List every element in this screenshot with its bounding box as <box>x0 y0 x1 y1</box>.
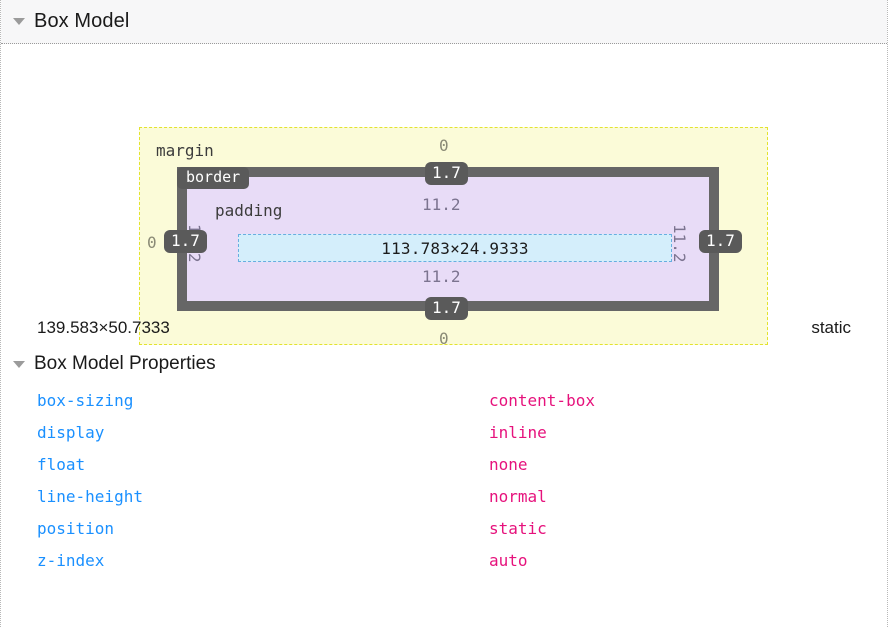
chevron-down-icon[interactable] <box>13 18 25 25</box>
content-dimensions-label: 113.783×24.9333 <box>381 238 529 258</box>
box-model-summary: 139.583×50.7333 static <box>1 309 887 347</box>
padding-bottom-value[interactable]: 11.2 <box>422 267 461 286</box>
margin-bottom-value[interactable]: 0 <box>439 329 449 348</box>
property-value[interactable]: content-box <box>489 390 595 410</box>
margin-region-label: margin <box>156 141 214 160</box>
margin-top-value[interactable]: 0 <box>439 136 449 155</box>
padding-region-label: padding <box>215 201 283 220</box>
property-name[interactable]: line-height <box>37 486 143 506</box>
property-name[interactable]: display <box>37 422 105 442</box>
box-model-diagram: margin border padding 113.783×24.9333 0 … <box>1 44 887 348</box>
table-row[interactable]: display inline <box>1 416 887 448</box>
table-row[interactable]: line-height normal <box>1 480 887 512</box>
property-name[interactable]: float <box>37 454 86 474</box>
border-bottom-value[interactable]: 1.7 <box>425 297 468 321</box>
box-model-properties-header[interactable]: Box Model Properties <box>1 347 887 381</box>
table-row[interactable]: box-sizing content-box <box>1 384 887 416</box>
table-row[interactable]: z-index auto <box>1 544 887 576</box>
page-title: Box Model <box>34 10 130 32</box>
table-row[interactable]: float none <box>1 448 887 480</box>
padding-top-value[interactable]: 11.2 <box>422 195 461 214</box>
element-position: static <box>811 318 851 337</box>
table-row[interactable]: position static <box>1 512 887 544</box>
margin-left-value[interactable]: 0 <box>147 233 157 252</box>
border-left-value[interactable]: 1.7 <box>164 230 207 254</box>
property-name[interactable]: position <box>37 518 115 538</box>
element-dimensions: 139.583×50.7333 <box>37 318 170 337</box>
content-box[interactable]: 113.783×24.9333 <box>238 234 672 262</box>
padding-right-value[interactable]: 11.2 <box>670 224 689 263</box>
properties-section-title: Box Model Properties <box>34 353 216 374</box>
border-box[interactable]: border padding 113.783×24.9333 <box>177 167 719 311</box>
chevron-down-icon[interactable] <box>13 360 25 368</box>
border-right-value[interactable]: 1.7 <box>699 230 742 254</box>
box-model-header[interactable]: Box Model <box>1 0 887 44</box>
border-region-label: border <box>177 167 250 190</box>
property-value[interactable]: normal <box>489 486 547 506</box>
property-value[interactable]: none <box>489 454 528 474</box>
property-value[interactable]: inline <box>489 422 547 442</box>
property-name[interactable]: box-sizing <box>37 390 134 410</box>
border-top-value[interactable]: 1.7 <box>425 162 468 186</box>
property-value[interactable]: auto <box>489 550 528 570</box>
property-value[interactable]: static <box>489 518 547 538</box>
property-name[interactable]: z-index <box>37 550 105 570</box>
properties-list: box-sizing content-box display inline fl… <box>1 381 887 576</box>
